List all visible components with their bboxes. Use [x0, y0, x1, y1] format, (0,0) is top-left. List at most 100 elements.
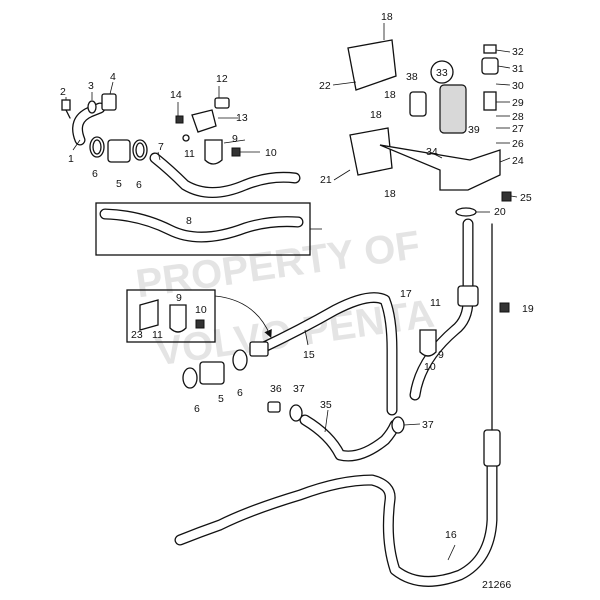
callout-32: 32 — [512, 46, 524, 58]
callout-labels: 1 2 3 4 5 6 6 7 8 9 10 11 12 13 14 15 16… — [60, 11, 534, 591]
hose-clamp-6b — [132, 139, 148, 161]
screw-2 — [61, 99, 71, 119]
callout-29: 29 — [512, 97, 524, 109]
nipple-4 — [101, 93, 117, 111]
callout-24: 24 — [512, 155, 524, 167]
callout-38: 38 — [406, 71, 418, 83]
nipple-36 — [267, 401, 281, 413]
callout-10c: 10 — [424, 361, 436, 373]
callout-23: 23 — [131, 329, 143, 341]
part-31 — [481, 57, 499, 75]
connector-right — [483, 429, 501, 467]
fitting-joint — [249, 341, 269, 357]
seal-20 — [455, 207, 477, 217]
spring-29 — [483, 91, 497, 111]
clip-9a — [204, 139, 223, 165]
callout-39: 39 — [468, 124, 480, 136]
hose-clamp-6c — [182, 367, 198, 389]
callout-5b: 5 — [218, 393, 224, 405]
callout-37a: 37 — [293, 383, 305, 395]
bolt-19 — [499, 302, 510, 313]
bracket-21 — [349, 127, 393, 176]
callout-13: 13 — [236, 112, 248, 124]
callout-20: 20 — [494, 206, 506, 218]
callout-15: 15 — [303, 349, 315, 361]
callout-9b: 9 — [176, 292, 182, 304]
leader-lines — [65, 23, 518, 561]
callout-3: 3 — [88, 80, 94, 92]
callout-16: 16 — [445, 529, 457, 541]
detail-box-clamp — [126, 289, 216, 343]
callout-25: 25 — [520, 192, 532, 204]
callout-26: 26 — [512, 138, 524, 150]
callout-11c: 11 — [430, 297, 441, 309]
callout-17: 17 — [400, 288, 412, 300]
callout-6c: 6 — [194, 403, 200, 415]
short-hose-5 — [107, 139, 131, 163]
hose-clamp-6d — [232, 349, 248, 371]
elbow-fitting — [72, 102, 106, 146]
bolt-25 — [501, 191, 512, 202]
callout-19: 19 — [522, 303, 534, 315]
callout-14: 14 — [170, 89, 182, 101]
callout-12: 12 — [216, 73, 228, 85]
bracket-13 — [191, 97, 230, 133]
callout-6d: 6 — [237, 387, 243, 399]
callout-11b: 11 — [152, 329, 163, 341]
callout-18d: 18 — [384, 188, 396, 200]
callout-6a: 6 — [92, 168, 98, 180]
callout-18a: 18 — [381, 11, 393, 23]
short-hose-5b — [199, 361, 225, 385]
washer-3 — [87, 100, 97, 114]
hose-35 — [299, 414, 401, 462]
callout-2: 2 — [60, 86, 66, 98]
callout-9c: 9 — [438, 349, 444, 361]
callout-35: 35 — [320, 399, 332, 411]
cap-32 — [483, 44, 497, 54]
figure-number: 21266 — [482, 579, 511, 591]
callout-27: 27 — [512, 123, 524, 135]
hose-8 — [99, 208, 304, 243]
callout-36: 36 — [270, 383, 282, 395]
hose-clamp-6a — [89, 136, 105, 158]
bracket-22 — [347, 39, 397, 91]
washer-11a — [182, 134, 190, 142]
callout-9a: 9 — [232, 133, 238, 145]
callout-30: 30 — [512, 80, 524, 92]
bolt-10a — [231, 147, 241, 157]
callout-5: 5 — [116, 178, 122, 190]
callout-18b: 18 — [384, 89, 396, 101]
callout-6b: 6 — [136, 179, 142, 191]
clip-9c — [419, 329, 437, 357]
bolt-10b — [195, 319, 205, 329]
callout-1: 1 — [68, 153, 74, 165]
fitting-38 — [409, 91, 427, 117]
callout-33: 33 — [436, 67, 448, 79]
callout-8: 8 — [186, 215, 192, 227]
filter-39 — [439, 84, 467, 134]
clamp-37b — [391, 416, 405, 434]
callout-34: 34 — [426, 146, 438, 158]
callout-21: 21 — [320, 174, 332, 186]
callout-11a: 11 — [184, 148, 195, 160]
callout-31: 31 — [512, 63, 524, 75]
callout-28: 28 — [512, 111, 524, 123]
callout-37b: 37 — [422, 419, 434, 431]
callout-10a: 10 — [265, 147, 277, 159]
filter-33-symbol — [430, 60, 454, 84]
long-hose-7 — [149, 152, 301, 198]
screw-14 — [175, 115, 184, 124]
callout-4: 4 — [110, 71, 116, 83]
housing-24 — [379, 144, 501, 191]
plate-23 — [139, 299, 159, 331]
pipe-upper-right — [409, 218, 474, 401]
callout-7: 7 — [158, 141, 164, 153]
t-fitting — [457, 285, 479, 307]
clamp-37a — [289, 404, 303, 422]
callout-22: 22 — [319, 80, 331, 92]
callout-18c: 18 — [370, 109, 382, 121]
clip-9b — [169, 304, 187, 333]
callout-10b: 10 — [195, 304, 207, 316]
hose-16 — [174, 434, 498, 587]
